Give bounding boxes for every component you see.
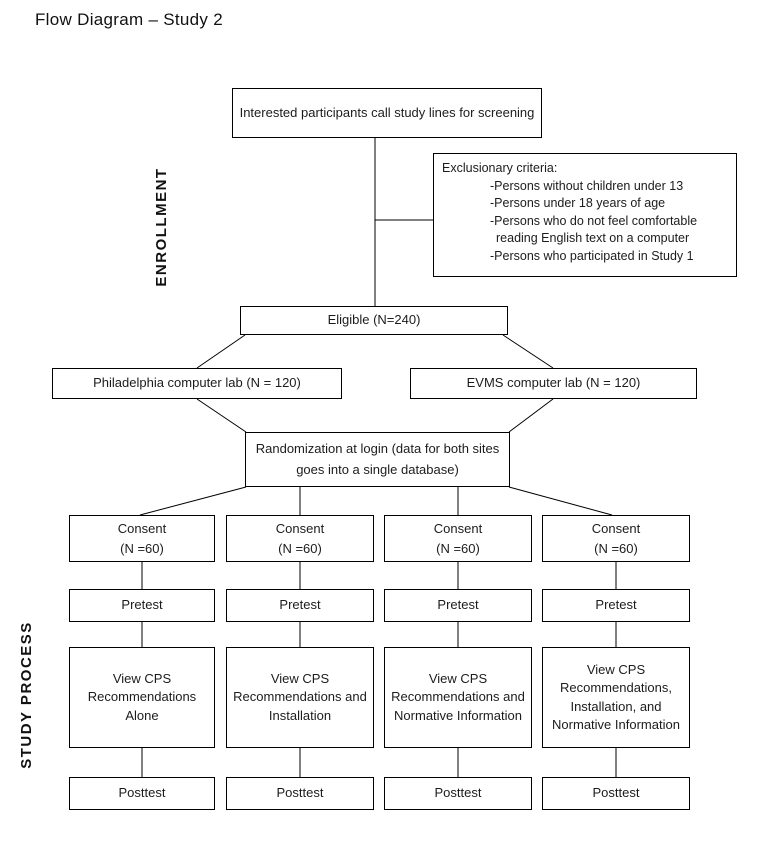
box-pretest-arm2: Pretest [226,589,374,622]
box-pretest-arm4: Pretest [542,589,690,622]
box-pretest-arm1: Pretest [69,589,215,622]
box-site-evms: EVMS computer lab (N = 120) [410,368,697,399]
box-intervention-arm3: View CPS Recommendations and Normative I… [384,647,532,748]
exclusion-item: -Persons without children under 13 [490,178,684,193]
box-posttest-arm2: Posttest [226,777,374,810]
connector-line [196,334,246,369]
box-intervention-arm1: View CPS Recommendations Alone [69,647,215,748]
box-consent-arm4: Consent (N =60) [542,515,690,562]
connector-line [139,486,247,516]
box-intervention-arm2: View CPS Recommendations and Installatio… [226,647,374,748]
section-label-study-process: STUDY PROCESS [18,621,35,769]
exclusion-item: -Persons who do not feel comfortable rea… [490,213,698,246]
box-intervention-arm4: View CPS Recommendations, Installation, … [542,647,690,748]
box-posttest-arm3: Posttest [384,777,532,810]
connector-line [196,398,247,433]
box-posttest-arm4: Posttest [542,777,690,810]
section-label-enrollment: ENROLLMENT [153,167,170,287]
connector-line [502,334,554,369]
box-screening: Interested participants call study lines… [232,88,542,138]
box-site-philadelphia: Philadelphia computer lab (N = 120) [52,368,342,399]
box-posttest-arm1: Posttest [69,777,215,810]
connector-line [508,398,554,433]
box-consent-arm1: Consent (N =60) [69,515,215,562]
box-pretest-arm3: Pretest [384,589,532,622]
box-exclusionary-criteria: Exclusionary criteria: -Persons without … [433,153,737,277]
page-title: Flow Diagram – Study 2 [35,10,224,29]
box-eligible: Eligible (N=240) [240,306,508,335]
box-consent-arm3: Consent (N =60) [384,515,532,562]
exclusion-item: -Persons who participated in Study 1 [490,248,694,263]
exclusion-item: -Persons under 18 years of age [490,196,666,210]
box-randomization: Randomization at login (data for both si… [245,432,510,487]
box-consent-arm2: Consent (N =60) [226,515,374,562]
exclusion-heading: Exclusionary criteria: [442,161,558,175]
connector-line [508,486,613,516]
